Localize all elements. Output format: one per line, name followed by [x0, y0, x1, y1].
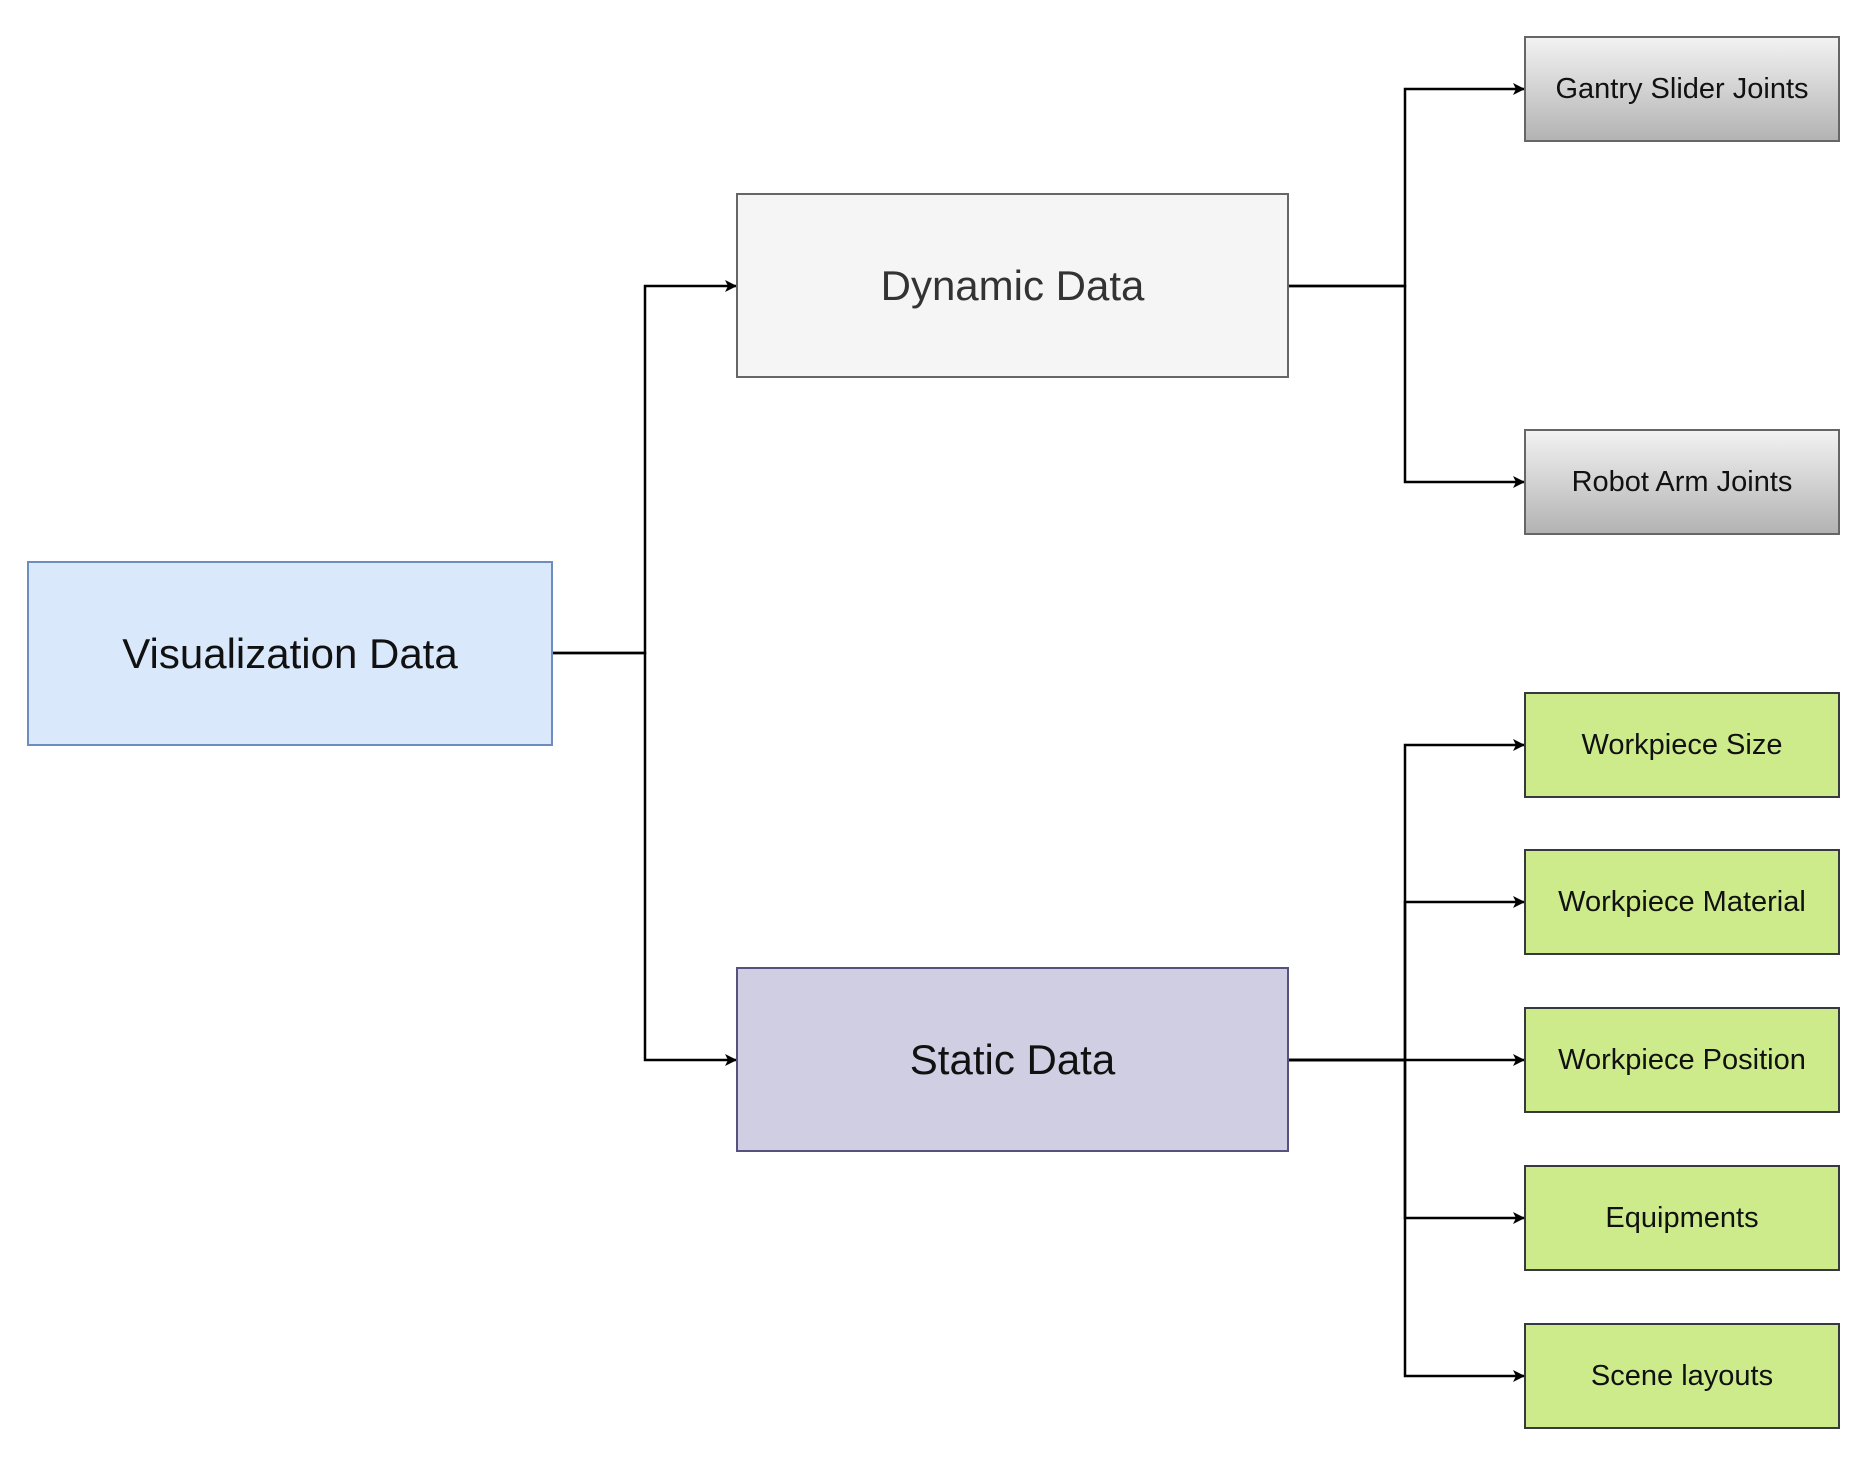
node-label: Workpiece Size	[1581, 728, 1783, 761]
node-label: Scene layouts	[1590, 1359, 1774, 1392]
node-label: Gantry Slider Joints	[1555, 72, 1809, 105]
node-visualization-data: Visualization Data	[27, 561, 553, 746]
edge-dynamic-gantry	[1289, 83, 1525, 288]
edge-static-scene	[1289, 1058, 1525, 1382]
node-gantry-slider-joints: Gantry Slider Joints	[1524, 36, 1840, 142]
edge-static-wp-material	[1289, 896, 1525, 1062]
node-workpiece-size: Workpiece Size	[1524, 692, 1840, 798]
node-label: Robot Arm Joints	[1571, 465, 1793, 498]
node-dynamic-data: Dynamic Data	[736, 193, 1289, 378]
node-label: Dynamic Data	[880, 261, 1145, 309]
node-label: Static Data	[909, 1035, 1116, 1083]
edge-dynamic-robot	[1289, 284, 1525, 488]
node-robot-arm-joints: Robot Arm Joints	[1524, 429, 1840, 535]
edge-root-static	[553, 651, 737, 1066]
node-label: Workpiece Material	[1558, 885, 1806, 918]
node-scene-layouts: Scene layouts	[1524, 1323, 1840, 1429]
node-equipments: Equipments	[1524, 1165, 1840, 1271]
node-label: Equipments	[1605, 1201, 1759, 1234]
edge-static-equipments	[1289, 1058, 1525, 1224]
node-label: Workpiece Position	[1558, 1043, 1806, 1076]
node-workpiece-position: Workpiece Position	[1524, 1007, 1840, 1113]
node-label: Visualization Data	[122, 629, 458, 677]
node-static-data: Static Data	[736, 967, 1289, 1152]
edge-root-dynamic	[553, 280, 737, 655]
node-workpiece-material: Workpiece Material	[1524, 849, 1840, 955]
